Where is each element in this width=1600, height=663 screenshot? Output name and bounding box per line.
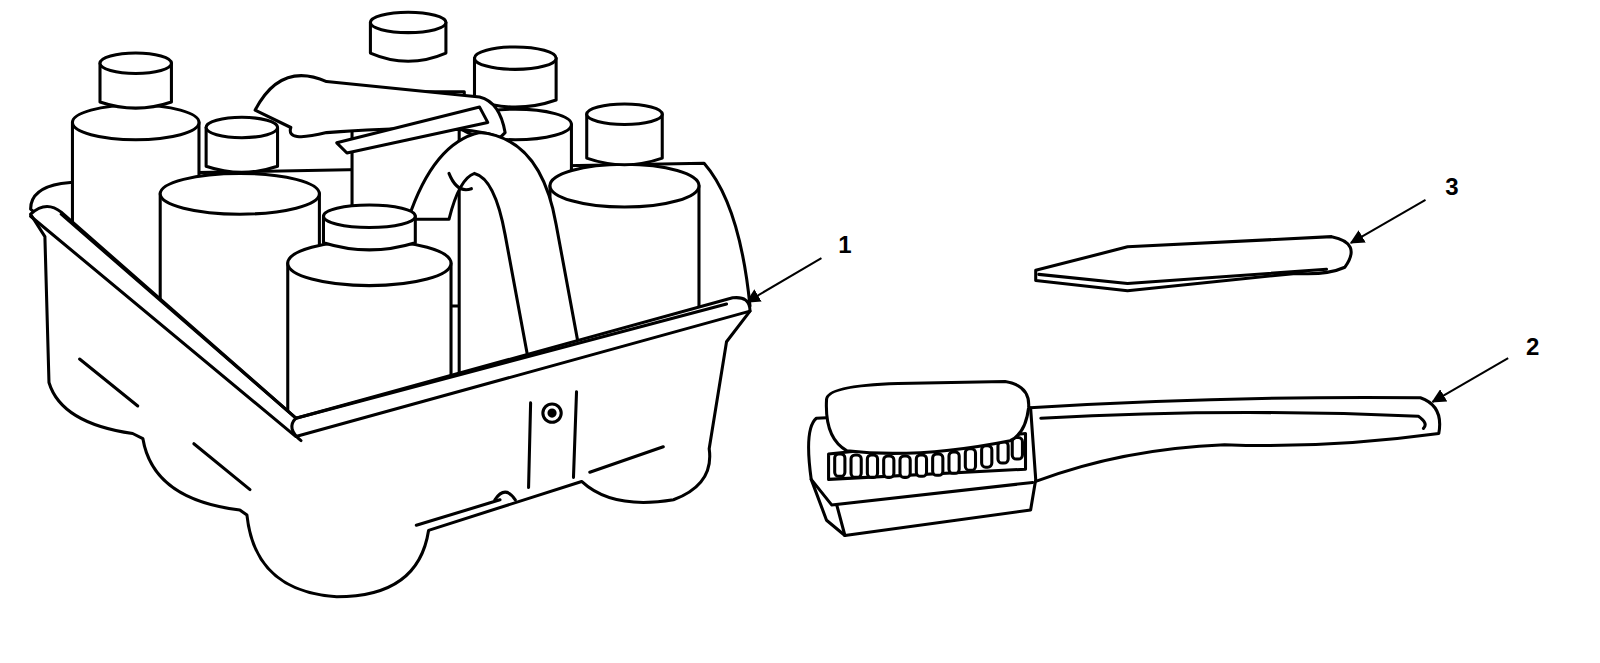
leader-line [1433, 358, 1509, 402]
callout-number: 3 [1445, 175, 1458, 199]
brush-top [826, 381, 1028, 453]
callout-number: 1 [838, 233, 851, 257]
leader-line [1351, 200, 1425, 243]
callout-number: 2 [1526, 335, 1539, 359]
leader-line [747, 258, 821, 302]
tweezers [1036, 237, 1351, 291]
screw [543, 404, 561, 422]
spray-handle [255, 76, 505, 138]
caddy-body [31, 207, 750, 597]
brush-handle [1026, 398, 1440, 482]
